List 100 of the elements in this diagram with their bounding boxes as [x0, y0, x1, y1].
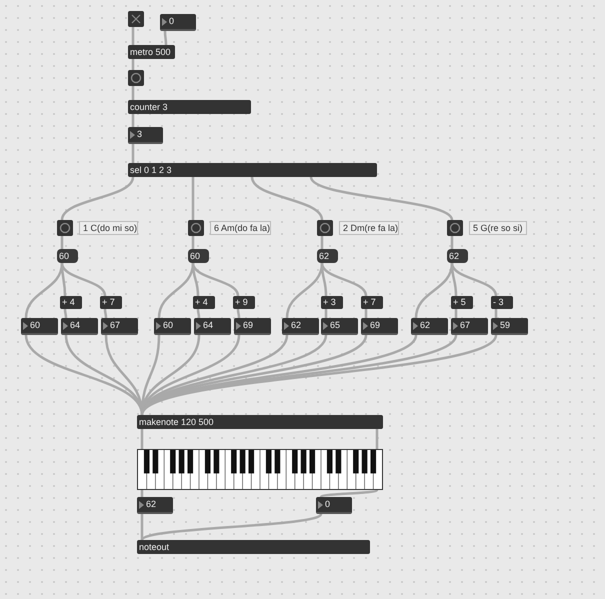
object-label: + 4	[61, 297, 75, 308]
object-box	[451, 296, 473, 309]
number-value: 62	[290, 320, 302, 331]
object-label: metro 500	[129, 46, 171, 58]
number-box	[154, 318, 191, 335]
number-value: 0	[168, 16, 174, 27]
object-label: + 5	[452, 297, 466, 308]
number-box	[194, 318, 231, 335]
number-value: 64	[202, 320, 214, 331]
patch-cord	[364, 309, 368, 318]
number-value: 67	[109, 320, 120, 331]
object-box	[193, 296, 215, 309]
object-box	[491, 296, 513, 309]
patch-cord	[494, 309, 498, 318]
object-box	[137, 540, 370, 554]
object-box	[128, 45, 175, 59]
object-label: 60	[189, 250, 200, 262]
number-box	[282, 318, 319, 335]
object-box	[137, 415, 383, 429]
patch-cord	[192, 177, 194, 220]
patch-cord	[158, 262, 194, 318]
comment-label: 1 C(do mi so)	[79, 221, 138, 235]
patch-cord	[286, 262, 324, 318]
number-value: 64	[69, 320, 80, 331]
number-value: 60	[29, 320, 40, 331]
message-box	[317, 249, 338, 263]
comment-label: 2 Dm(re fa la)	[339, 221, 400, 235]
number-box	[21, 318, 58, 335]
patch-cord	[60, 236, 64, 249]
number-value: 3	[136, 129, 142, 140]
object-label: counter 3	[129, 102, 168, 112]
patch-cord	[324, 309, 328, 318]
object-label: makenote 120 500	[138, 416, 214, 428]
object-box	[233, 296, 255, 309]
number-box	[491, 318, 528, 335]
object-box	[100, 296, 122, 309]
message-box	[57, 249, 78, 263]
object-box	[321, 296, 343, 309]
object-label: 60	[58, 250, 70, 262]
number-value: 0	[324, 499, 330, 510]
patch-cord	[196, 308, 200, 318]
object-label: 62	[448, 250, 460, 262]
number-box	[61, 318, 98, 335]
patch-cord	[192, 236, 194, 249]
object-label: sel 0 1 2 3	[129, 164, 172, 176]
patch-cord	[376, 429, 378, 449]
object-label: + 7	[101, 297, 115, 308]
object-box	[128, 100, 251, 114]
number-value: 59	[499, 320, 510, 331]
patch-cord	[320, 236, 324, 249]
patch-cord	[132, 27, 134, 45]
patch-cord	[140, 490, 144, 497]
number-box	[411, 318, 448, 335]
patch-cord	[450, 236, 454, 249]
message-box	[188, 249, 209, 263]
patch-cord	[450, 262, 498, 296]
object-label: 62	[318, 250, 330, 262]
patch-cord	[320, 488, 378, 498]
object-box	[361, 296, 383, 309]
object-label: + 4	[194, 297, 208, 308]
patch-cord	[250, 176, 324, 220]
number-box	[160, 14, 196, 31]
object-label: - 3	[492, 297, 504, 308]
patch-cord	[140, 429, 144, 449]
number-box	[321, 318, 358, 335]
patch-cord	[64, 308, 68, 318]
patch-cord	[164, 30, 168, 46]
number-value: 69	[242, 320, 254, 331]
patch-cord	[141, 513, 322, 541]
patch-cord	[414, 262, 454, 318]
number-value: 62	[145, 499, 156, 510]
patch-cord	[104, 308, 108, 318]
number-value: 60	[162, 320, 174, 331]
number-value: 65	[329, 320, 340, 331]
number-box	[316, 497, 352, 514]
object-label: noteout	[138, 542, 170, 552]
patch-cord	[132, 86, 134, 100]
patch-cord	[132, 144, 134, 163]
object-label: + 3	[322, 297, 336, 308]
object-box	[128, 163, 377, 177]
patch-cord	[132, 59, 134, 70]
comment-label: 6 Am(do fa la)	[210, 221, 272, 235]
keyboard-drawing	[137, 449, 383, 490]
number-value: 67	[459, 320, 470, 331]
number-box	[101, 318, 138, 335]
patch-cord	[236, 308, 240, 318]
comment-label: 5 G(re so si)	[469, 221, 527, 235]
number-box	[234, 318, 271, 335]
patch-cord	[60, 262, 106, 296]
patch-cord	[140, 514, 144, 540]
object-label: + 7	[362, 297, 376, 308]
message-box	[447, 249, 468, 263]
patch-cord	[192, 262, 240, 296]
object-label: + 9	[234, 297, 248, 308]
number-box	[361, 318, 398, 335]
patch-cord	[60, 176, 134, 220]
number-value: 69	[369, 320, 380, 331]
patch-cord	[132, 114, 134, 127]
number-box	[128, 127, 163, 144]
object-box	[60, 296, 82, 309]
